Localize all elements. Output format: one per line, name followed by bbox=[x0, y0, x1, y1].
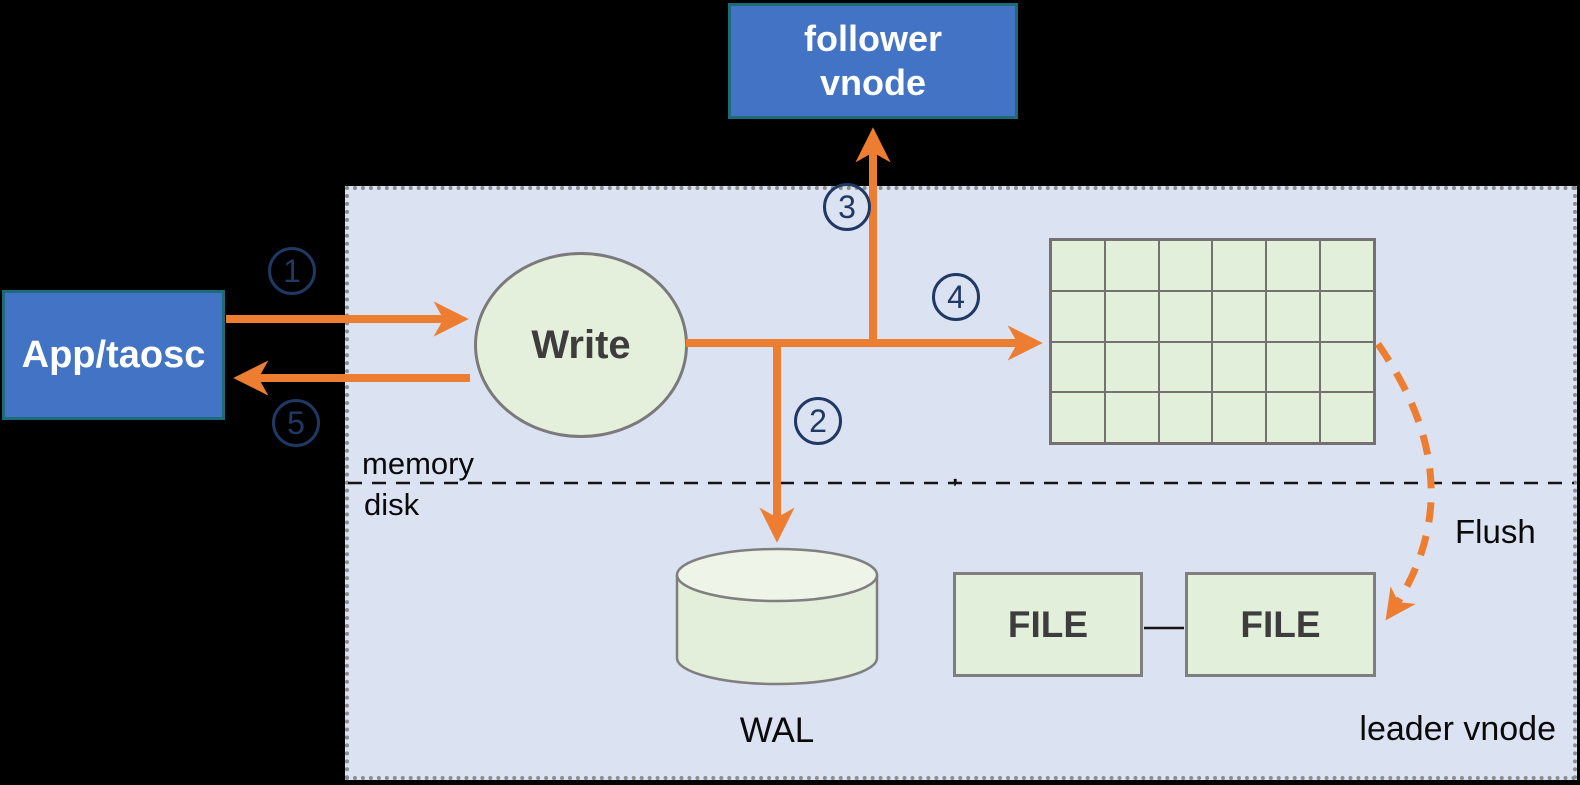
grid-cell bbox=[1052, 291, 1104, 341]
file-box-1-label: FILE bbox=[1007, 603, 1089, 645]
grid-cell bbox=[1213, 241, 1266, 290]
disk-label: disk bbox=[364, 487, 420, 522]
grid-cell bbox=[1159, 241, 1212, 290]
app-taosc-box: App/taosc bbox=[2, 290, 225, 420]
memory-label: memory bbox=[362, 446, 474, 481]
step-4-number: 4 bbox=[947, 278, 965, 315]
grid-cell bbox=[1105, 241, 1158, 290]
step-3-badge: 3 bbox=[823, 183, 871, 231]
grid-cell bbox=[1105, 291, 1158, 341]
grid-cell bbox=[1213, 342, 1266, 392]
leader-vnode-label: leader vnode bbox=[1359, 710, 1556, 748]
follower-vnode-label-line2: vnode bbox=[819, 62, 926, 103]
file-box-2: FILE bbox=[1185, 572, 1376, 677]
grid-cell bbox=[1321, 241, 1373, 290]
wal-label: WAL bbox=[739, 711, 815, 750]
grid-cell bbox=[1159, 342, 1212, 392]
grid-cell bbox=[1267, 342, 1320, 392]
file-box-2-label: FILE bbox=[1240, 603, 1321, 645]
grid-cell bbox=[1213, 393, 1266, 442]
grid-cell bbox=[1321, 342, 1373, 392]
step-5-number: 5 bbox=[287, 404, 305, 441]
step-3-number: 3 bbox=[838, 188, 856, 225]
grid-cell bbox=[1052, 342, 1104, 392]
step-4-badge: 4 bbox=[932, 273, 980, 321]
grid-cell bbox=[1105, 342, 1158, 392]
step-2-number: 2 bbox=[809, 402, 827, 439]
grid-cell bbox=[1321, 291, 1373, 341]
step-1-number: 1 bbox=[283, 252, 301, 289]
grid-cell bbox=[1052, 393, 1104, 442]
grid-cell bbox=[1159, 393, 1212, 442]
step-1-badge: 1 bbox=[268, 247, 316, 295]
grid-cell bbox=[1267, 291, 1320, 341]
write-node: Write bbox=[474, 252, 688, 438]
step-2-badge: 2 bbox=[794, 397, 842, 445]
wal-cylinder-body bbox=[675, 575, 879, 686]
grid-cell bbox=[1105, 393, 1158, 442]
file-box-1: FILE bbox=[953, 572, 1143, 677]
grid-cell bbox=[1267, 241, 1320, 290]
grid-cell bbox=[1159, 291, 1212, 341]
flush-label: Flush bbox=[1455, 513, 1536, 550]
grid-cell bbox=[1052, 241, 1104, 290]
grid-cell bbox=[1267, 393, 1320, 442]
stray-comma-mark: , bbox=[951, 456, 960, 489]
follower-vnode-box: follower vnode bbox=[728, 3, 1018, 119]
wal-cylinder bbox=[675, 547, 879, 686]
memtable-grid bbox=[1049, 238, 1376, 445]
app-taosc-label: App/taosc bbox=[21, 333, 206, 376]
write-node-label: Write bbox=[531, 322, 631, 367]
follower-vnode-label-line1: follower bbox=[803, 18, 942, 60]
wal-cylinder-top bbox=[675, 547, 879, 603]
grid-cell bbox=[1213, 291, 1266, 341]
grid-cell bbox=[1321, 393, 1373, 442]
step-5-badge: 5 bbox=[272, 399, 320, 447]
